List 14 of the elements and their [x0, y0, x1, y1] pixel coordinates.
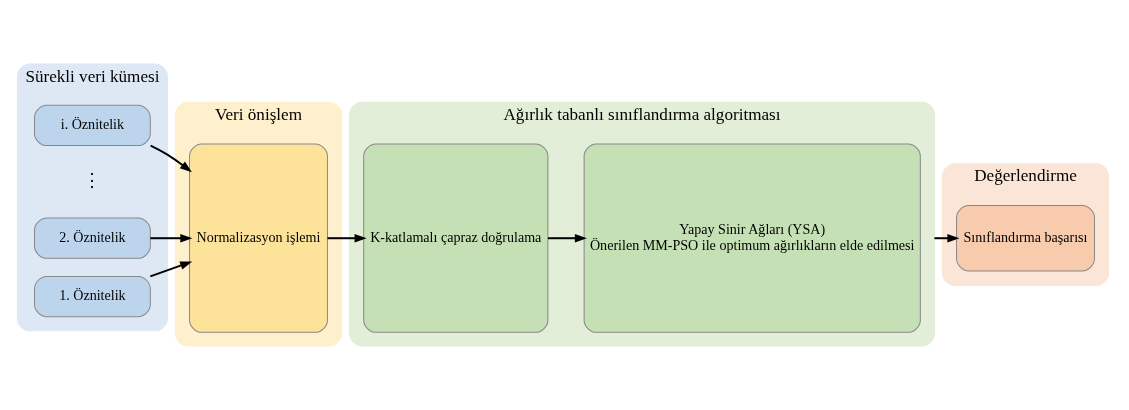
node-box: i. Öznitelik [34, 104, 151, 147]
arrow [934, 234, 960, 243]
arrow [150, 234, 193, 243]
label: ⋮ [83, 170, 102, 191]
node-box: 2. Öznitelik [34, 217, 151, 259]
node-box: Sınıflandırma başarısı [956, 205, 1095, 272]
arrow [547, 234, 587, 243]
node-box: Yapay Sinir Ağları (YSA) Önerilen MM-PSO ile optimum ağırlıkların elde edilmesi [583, 143, 921, 333]
node-box: K-katlamalı çapraz doğrulama [363, 143, 549, 333]
node-box: Normalizasyon işlemi [189, 143, 328, 333]
node-box: 1. Öznitelik [34, 275, 151, 318]
arrow [150, 261, 193, 278]
arrow [327, 234, 367, 243]
arrow [150, 144, 192, 173]
